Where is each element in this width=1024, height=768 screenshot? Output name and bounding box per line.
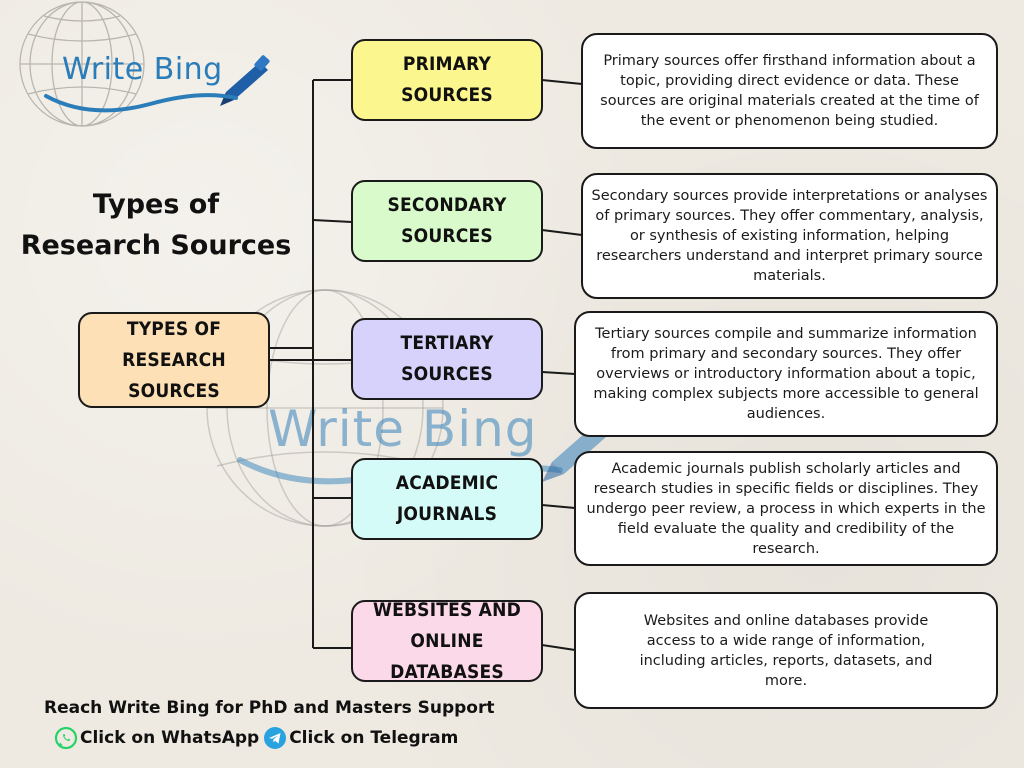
logo-graphic: [19, 1, 270, 127]
description-secondary-sources: Secondary sources provide interpretation…: [581, 173, 998, 299]
description-text: Primary sources offer firsthand informat…: [600, 53, 979, 129]
branch-label-websites-databases: Websites and Online Databases: [373, 598, 521, 683]
root-node-label: Types of Research Sources: [122, 317, 226, 402]
branch-node-academic-journals: Academic Journals: [351, 458, 543, 540]
description-academic-journals: Academic journals publish scholarly arti…: [574, 451, 998, 566]
page-title-line2: Research Sources: [20, 230, 292, 261]
description-text: Websites and online databases provide ac…: [639, 612, 933, 689]
branch-node-primary-sources: Primary Sources: [351, 39, 543, 121]
description-text: Secondary sources provide interpretation…: [591, 188, 988, 284]
whatsapp-link[interactable]: Click on WhatsApp: [80, 728, 260, 748]
branch-label-tertiary-sources: Tertiary Sources: [400, 332, 494, 385]
footer-links: Click on WhatsApp Click on Telegram: [54, 724, 462, 752]
page-title-line1: Types of: [92, 189, 220, 220]
branch-label-secondary-sources: Secondary Sources: [387, 194, 507, 247]
branch-label-academic-journals: Academic Journals: [395, 472, 499, 525]
logo-swoosh: [44, 93, 238, 113]
telegram-link[interactable]: Click on Telegram: [289, 728, 459, 748]
description-tertiary-sources: Tertiary sources compile and summarize i…: [574, 311, 998, 437]
branch-node-websites-databases: Websites and Online Databases: [351, 599, 543, 683]
root-node: Types of Research Sources: [78, 312, 270, 408]
branch-label-primary-sources: Primary Sources: [401, 53, 493, 106]
description-primary-sources: Primary sources offer firsthand informat…: [581, 33, 998, 149]
logo-text: Write Bing: [62, 52, 223, 87]
branch-node-secondary-sources: Secondary Sources: [351, 180, 543, 262]
globe-icon: [19, 1, 145, 127]
telegram-icon[interactable]: [263, 726, 287, 750]
pen-icon: [220, 55, 270, 106]
description-websites-databases: Websites and online databases provide ac…: [574, 592, 998, 709]
whatsapp-icon[interactable]: [54, 726, 78, 750]
page-title: Types of Research Sources: [18, 184, 294, 266]
branch-node-tertiary-sources: Tertiary Sources: [351, 318, 543, 400]
description-text: Academic journals publish scholarly arti…: [586, 460, 986, 557]
description-text: Tertiary sources compile and summarize i…: [593, 326, 979, 422]
footer-tagline: Reach Write Bing for PhD and Masters Sup…: [44, 698, 495, 718]
